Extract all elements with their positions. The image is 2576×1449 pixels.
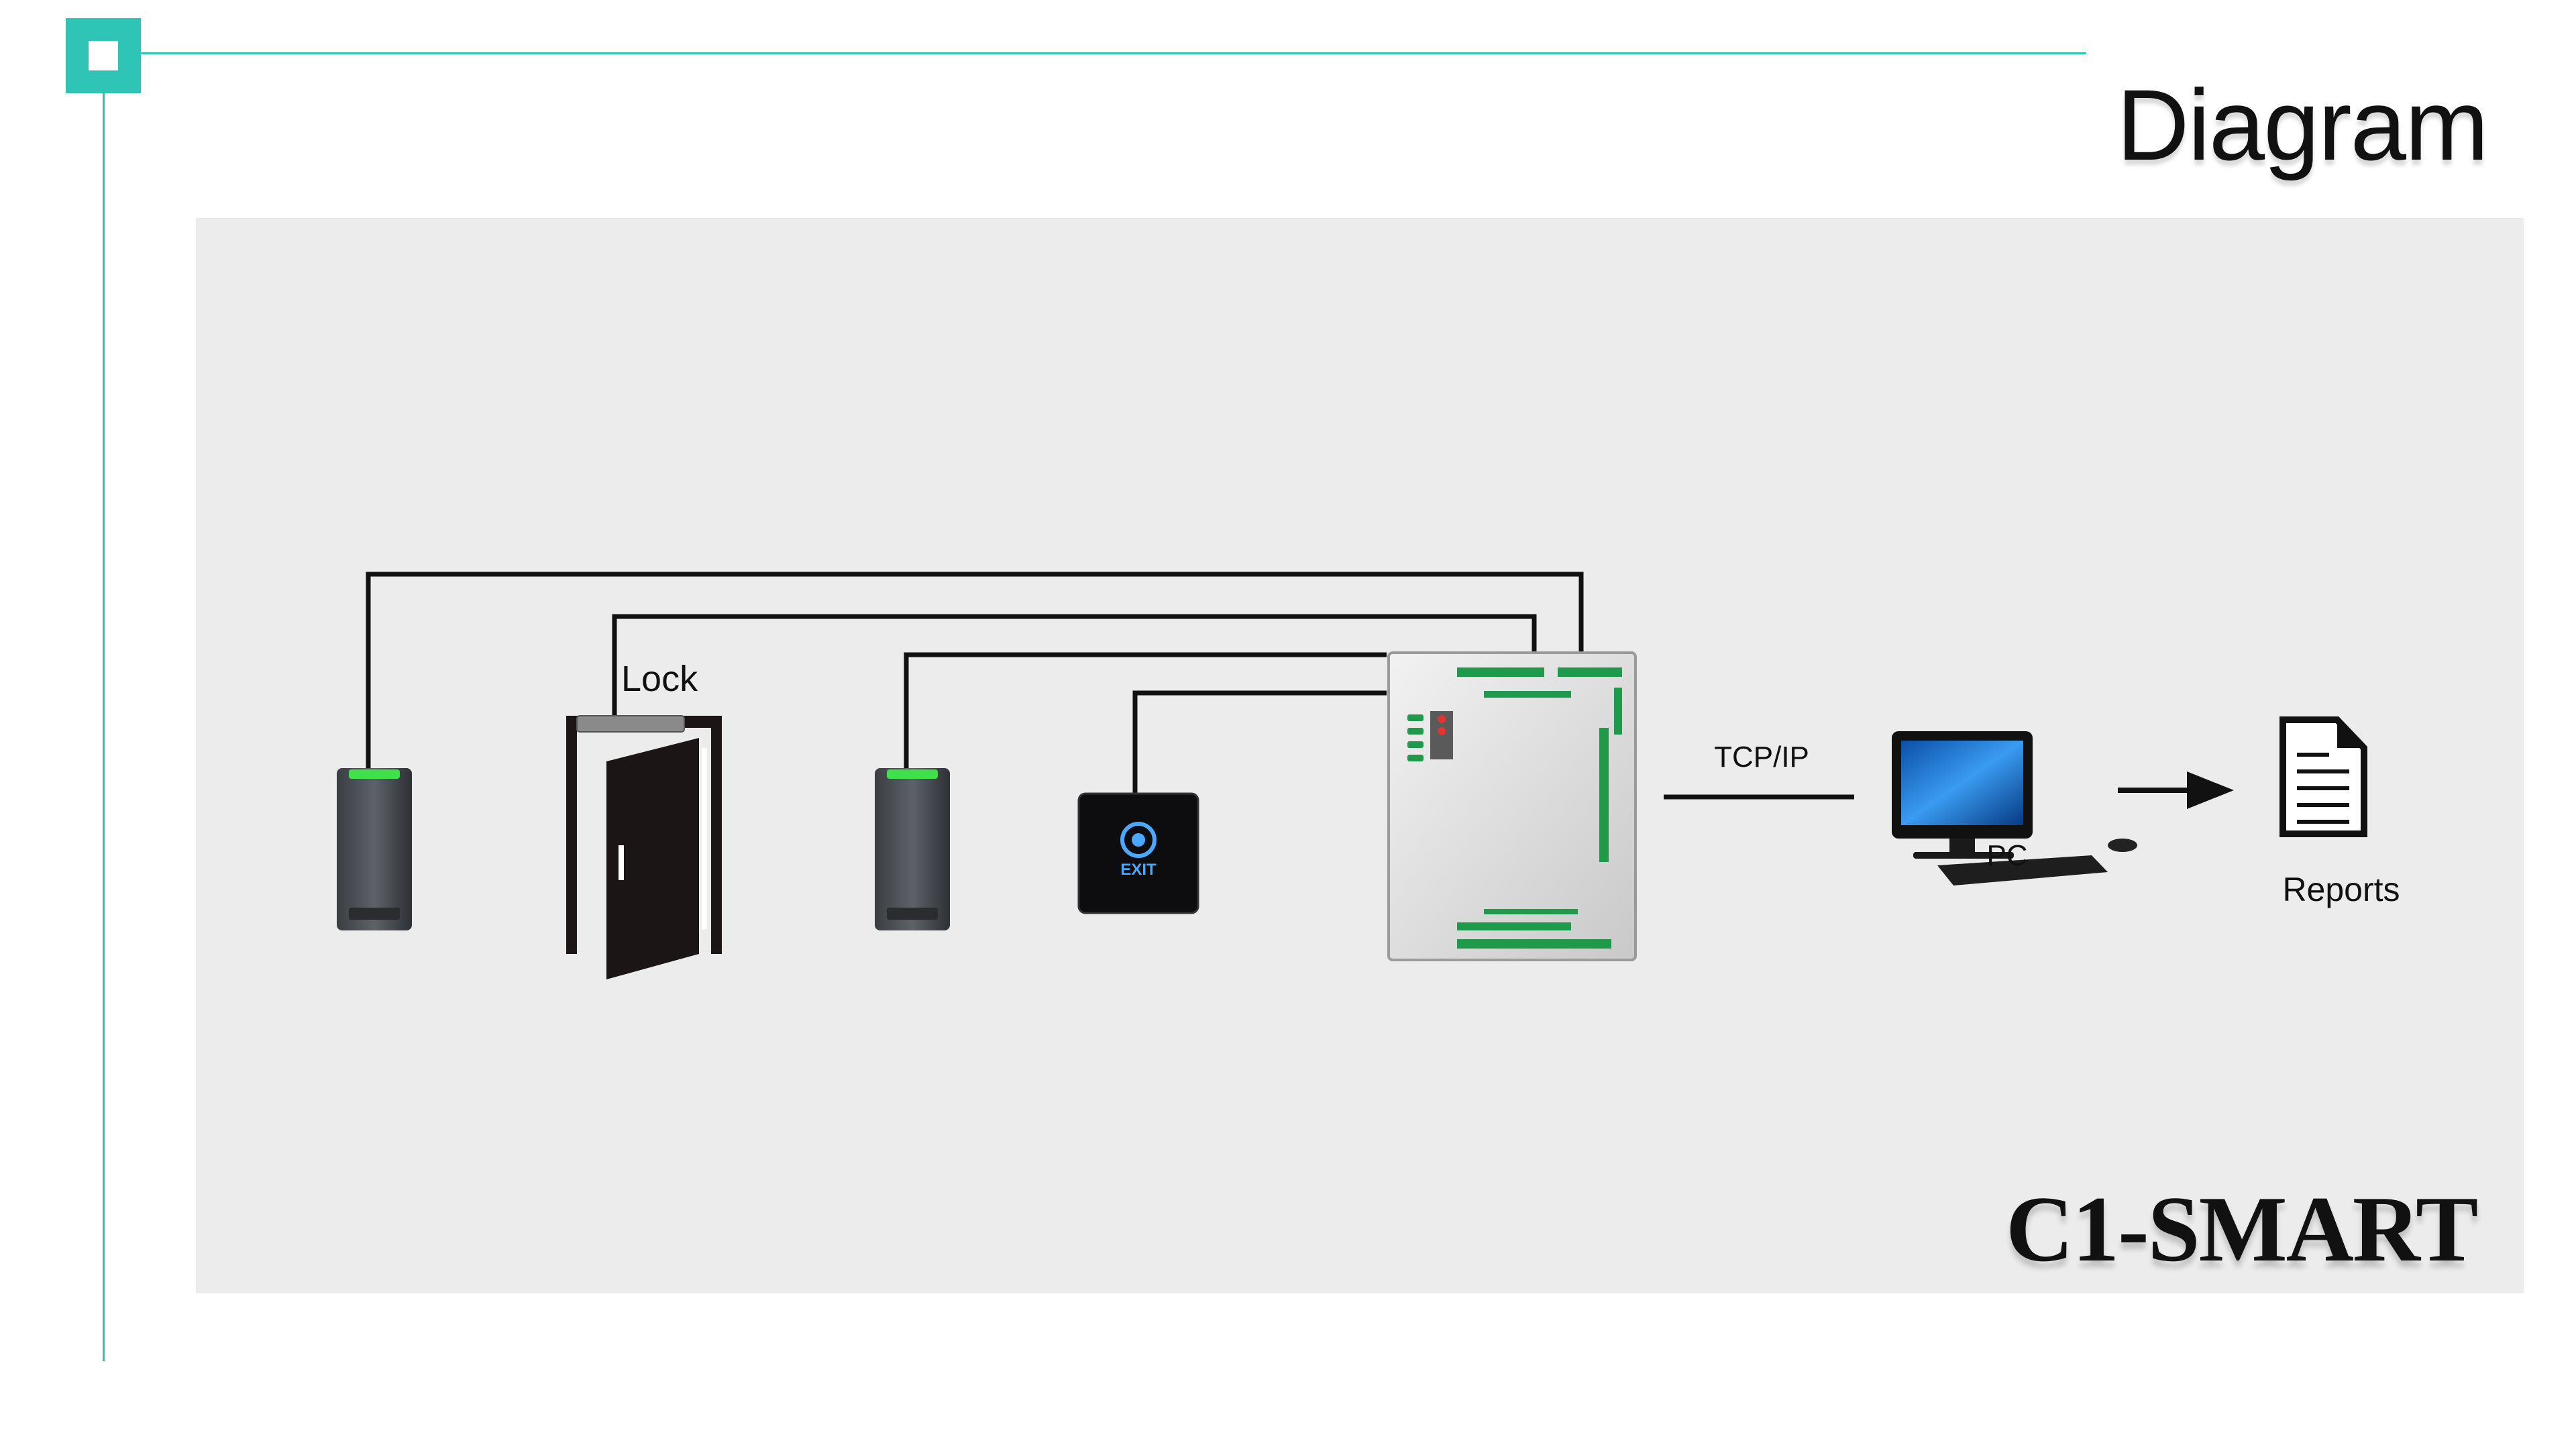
network-label: TCP/IP: [1714, 741, 1809, 773]
card-reader-1-icon: [337, 768, 412, 930]
wires: [366, 572, 1854, 800]
wiring-diagram: Lock EXIT: [337, 572, 2400, 979]
accent-horizontal-line: [141, 52, 2086, 54]
diagram-panel: Lock EXIT: [196, 218, 2524, 1293]
accent-vertical-line: [103, 93, 105, 1361]
brand-logo-text: C1-SMART: [2006, 1177, 2478, 1281]
slide-title: Diagram: [2116, 68, 2489, 181]
wire-reader-2: [904, 652, 1387, 768]
exit-label: EXIT: [1120, 861, 1157, 879]
document-icon: [2279, 716, 2367, 837]
access-controller-icon: [1387, 651, 1637, 961]
door-lock-icon: [566, 715, 722, 979]
exit-button-icon: EXIT: [1077, 792, 1199, 914]
pc-icon: PC: [1892, 731, 2137, 885]
wire-exit: [1132, 690, 1387, 795]
pc-label: PC: [1986, 839, 2027, 872]
arrow-right-icon: [2118, 771, 2234, 809]
accent-square: [66, 18, 141, 93]
wire-lock: [612, 614, 1537, 718]
reports-label: Reports: [2282, 871, 2400, 908]
card-reader-2-icon: [875, 768, 950, 930]
wire-reader-1: [366, 572, 1584, 768]
lock-label: Lock: [621, 659, 698, 699]
